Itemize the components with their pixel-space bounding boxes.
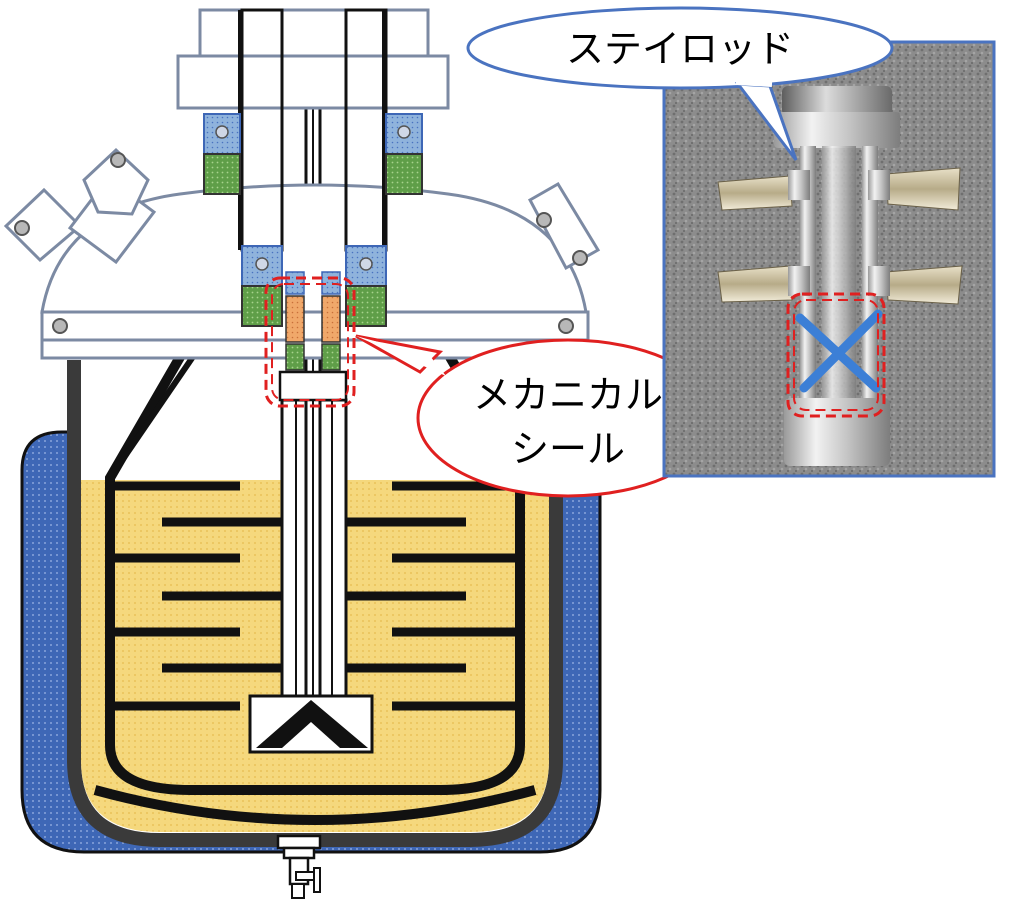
right-rod [382,10,386,250]
stay-rod-label: ステイロッド [566,27,794,71]
vessel-bottom-arc [93,785,537,825]
mechanical-seal-label-line2: シール [511,427,625,471]
stay-rod-callout: ステイロッド [466,6,894,161]
stay-rod-photo [662,40,996,478]
lid-bolts [14,152,588,334]
seal-highlight [264,276,356,408]
impeller-blades [110,481,520,711]
mechanical-seal-label-line1: メカニカル [473,373,663,417]
drain-valve [276,834,322,899]
bottom-impeller [248,694,374,754]
vessel-lid [40,183,590,360]
mechanical-seal-callout: メカニカル シール [355,334,720,498]
drive-housing [176,8,450,110]
lid-ports [3,147,601,271]
seal-assembly [241,245,387,402]
upper-bearings [203,113,423,195]
